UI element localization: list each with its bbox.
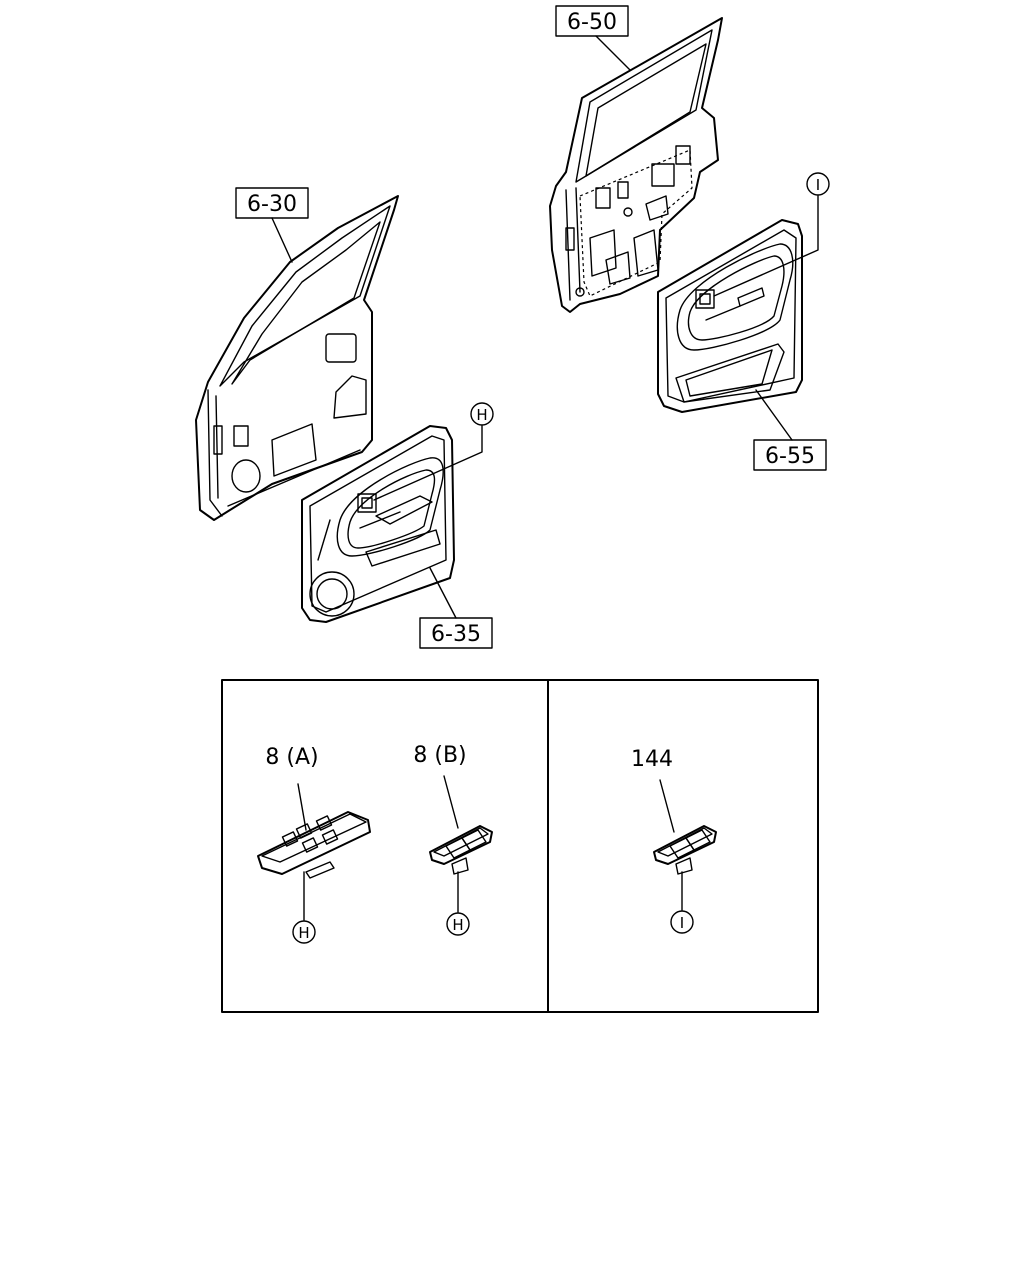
svg-text:I: I [816, 176, 820, 194]
svg-text:6-55: 6-55 [765, 444, 815, 469]
label-8b: 8 (B) [413, 743, 466, 768]
callout-6-30: 6-30 [235, 187, 309, 219]
rear-trim-panel [657, 219, 803, 413]
callout-6-35: 6-35 [419, 617, 493, 649]
callout-6-55: 6-55 [753, 439, 827, 471]
ref-mark-i-144: I [680, 914, 684, 932]
ref-mark-h-8a: H [298, 924, 309, 942]
ref-mark-i-main: I [806, 172, 830, 196]
svg-text:H: H [476, 406, 487, 424]
front-door-shell [195, 195, 399, 521]
callout-leaders [271, 35, 819, 619]
svg-text:6-50: 6-50 [567, 10, 617, 35]
label-144: 144 [631, 747, 673, 772]
ref-mark-h-main: H [470, 402, 494, 426]
label-8a: 8 (A) [265, 745, 318, 770]
switch-8a: 8 (A) H [257, 745, 371, 944]
svg-text:6-35: 6-35 [431, 622, 481, 647]
ref-mark-h-8b: H [452, 916, 463, 934]
rear-door-shell [549, 17, 723, 313]
detail-box [221, 679, 819, 1013]
switch-8b: 8 (B) H [413, 743, 493, 936]
front-trim-panel [301, 425, 455, 623]
svg-text:6-30: 6-30 [247, 192, 297, 217]
switch-144: 144 I [631, 747, 717, 934]
callout-6-50: 6-50 [555, 5, 629, 37]
